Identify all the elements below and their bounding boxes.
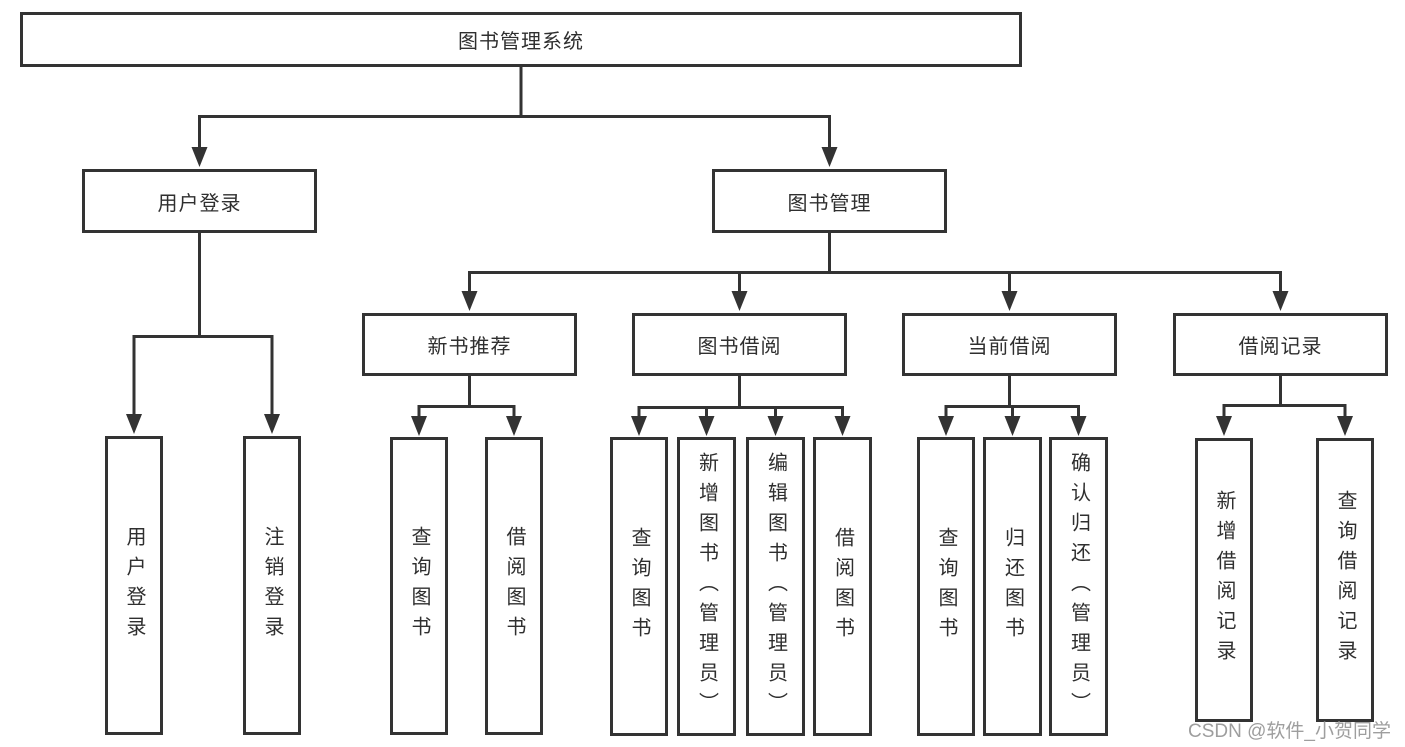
leaf-label: 注销登录 bbox=[261, 525, 283, 646]
leaf-label: 编辑图书（管理员） bbox=[764, 451, 787, 722]
node-book-management: 图书管理 bbox=[712, 169, 947, 233]
leaf-user-login: 用户登录 bbox=[105, 436, 163, 735]
leaf-borrow-books: 借阅图书 bbox=[485, 437, 543, 735]
node-label: 用户登录 bbox=[157, 192, 242, 215]
leaf-label: 归还图书 bbox=[1001, 526, 1024, 647]
node-label: 新书推荐 bbox=[427, 336, 512, 358]
node-system-root: 图书管理系统 bbox=[20, 12, 1022, 67]
leaf-query-books: 查询图书 bbox=[917, 437, 975, 736]
leaf-label: 用户登录 bbox=[123, 525, 145, 646]
node-label: 图书管理系统 bbox=[458, 31, 584, 53]
leaf-return-books: 归还图书 bbox=[983, 437, 1042, 736]
leaf-label: 借阅图书 bbox=[503, 526, 525, 646]
node-label: 当前借阅 bbox=[967, 336, 1052, 358]
node-borrow-records: 借阅记录 bbox=[1173, 313, 1388, 376]
leaf-add-books-admin: 新增图书（管理员） bbox=[677, 437, 736, 736]
leaf-label: 新增借阅记录 bbox=[1213, 490, 1235, 670]
leaf-add-borrow-record: 新增借阅记录 bbox=[1195, 438, 1253, 722]
leaf-label: 查询图书 bbox=[935, 526, 957, 647]
node-current-borrow: 当前借阅 bbox=[902, 313, 1117, 376]
leaf-label: 查询图书 bbox=[628, 526, 650, 647]
leaf-confirm-return-admin: 确认归还（管理员） bbox=[1049, 437, 1108, 736]
leaf-edit-books-admin: 编辑图书（管理员） bbox=[746, 437, 805, 736]
leaf-label: 新增图书（管理员） bbox=[695, 451, 718, 722]
leaf-query-books: 查询图书 bbox=[390, 437, 448, 735]
leaf-query-borrow-record: 查询借阅记录 bbox=[1316, 438, 1374, 722]
node-label: 借阅记录 bbox=[1238, 336, 1323, 358]
csdn-watermark: CSDN @软件_小贺同学 bbox=[1188, 721, 1391, 742]
node-label: 图书管理 bbox=[787, 192, 872, 215]
leaf-label: 借阅图书 bbox=[831, 526, 854, 647]
node-user-login: 用户登录 bbox=[82, 169, 317, 233]
node-label: 图书借阅 bbox=[697, 336, 782, 358]
node-book-borrow: 图书借阅 bbox=[632, 313, 847, 376]
leaf-label: 查询图书 bbox=[408, 526, 430, 646]
connector-line-path bbox=[132, 67, 1347, 418]
leaf-label: 确认归还（管理员） bbox=[1067, 451, 1090, 722]
node-new-book-recommend: 新书推荐 bbox=[362, 313, 577, 376]
leaf-logout: 注销登录 bbox=[243, 436, 301, 735]
arrowhead-icons bbox=[126, 147, 1353, 436]
leaf-label: 查询借阅记录 bbox=[1334, 490, 1356, 670]
leaf-query-books: 查询图书 bbox=[610, 437, 668, 736]
leaf-borrow-books: 借阅图书 bbox=[813, 437, 872, 736]
